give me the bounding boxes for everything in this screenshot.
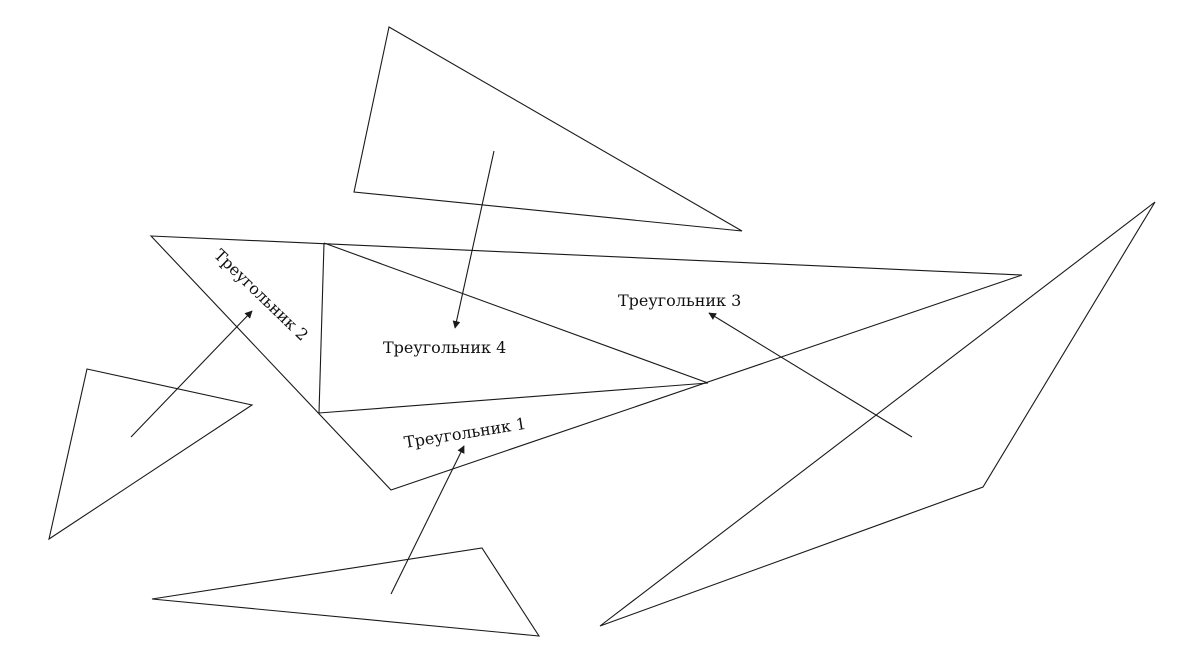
source-triangle-top [353, 26, 743, 232]
label-triangle-3: Треугольник 3 [618, 291, 741, 310]
divider-left-vertical [318, 242, 325, 414]
source-triangle-bottom [151, 547, 541, 637]
divider-bottom [318, 382, 709, 414]
arrow-to-triangle-2 [130, 310, 253, 438]
label-triangle-4: Треугольник 4 [383, 338, 506, 357]
source-triangle-left [48, 368, 254, 541]
arrow-to-triangle-4 [452, 150, 495, 329]
arrow-to-triangle-1 [390, 445, 465, 595]
arrow-to-triangle-3 [708, 312, 913, 438]
composed-outer-triangle [149, 235, 1023, 491]
label-triangle-2: Треугольник 2 [210, 245, 312, 344]
label-triangle-1: Треугольник 1 [403, 414, 528, 452]
composed-figure [149, 235, 1023, 491]
divider-diagonal [323, 242, 709, 384]
source-shape-right [599, 201, 1156, 627]
